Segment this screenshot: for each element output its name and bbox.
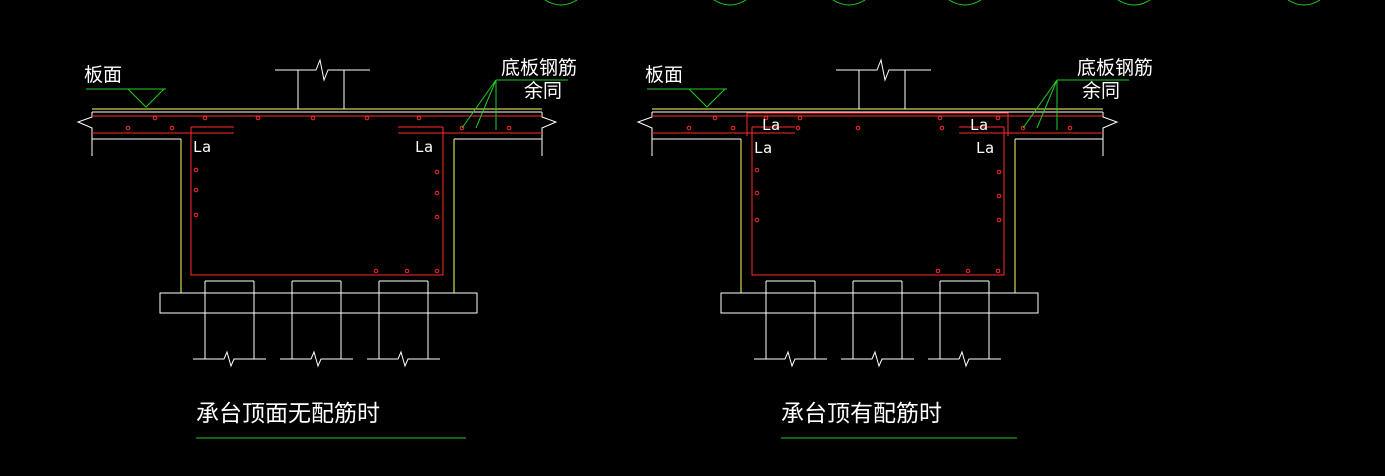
same-below-label: 余同	[524, 80, 562, 102]
level-marker	[86, 88, 166, 108]
figure-caption: 承台顶有配筋时	[781, 401, 942, 427]
break-symbol-left	[76, 112, 93, 139]
column-stub	[836, 58, 931, 109]
piles	[754, 280, 1001, 368]
rebar-leader-lines	[1022, 79, 1129, 130]
rebar-dots	[686, 115, 1073, 274]
anchor-label-right: La	[415, 138, 433, 156]
bottom-rebar-label: 底板钢筋	[501, 57, 577, 79]
anchor-label-left: La	[754, 139, 772, 157]
slab-surface-label: 板面	[645, 64, 683, 86]
right-figure: 板面 底板钢筋 余同 La La La La 承台顶有配筋时	[636, 57, 1153, 439]
top-edge-arcs	[544, 0, 1321, 6]
piles	[193, 280, 440, 368]
anchor-label-right: La	[976, 139, 994, 157]
break-symbol-left	[636, 112, 653, 139]
break-symbol-right	[1102, 112, 1119, 139]
break-symbol-right	[541, 112, 558, 139]
level-marker	[647, 88, 727, 108]
anchor-label-top-left: La	[762, 116, 780, 134]
anchor-label-left: La	[193, 138, 211, 156]
left-figure: 板面 底板钢筋 余同 La La 承台顶面无配筋时	[76, 57, 577, 439]
figure-caption: 承台顶面无配筋时	[196, 401, 380, 427]
rebar-dots	[125, 115, 512, 274]
column-stub	[275, 58, 370, 109]
same-below-label: 余同	[1082, 80, 1120, 102]
anchor-label-top-right: La	[970, 116, 988, 134]
slab-surface-label: 板面	[84, 64, 122, 86]
rebar-cage	[652, 112, 1103, 276]
bottom-rebar-label: 底板钢筋	[1077, 57, 1153, 79]
rebar-cage	[92, 115, 542, 276]
rebar-leader-lines	[461, 79, 568, 130]
pile-cap-outline	[159, 139, 478, 314]
pile-cap-outline	[720, 292, 1039, 314]
